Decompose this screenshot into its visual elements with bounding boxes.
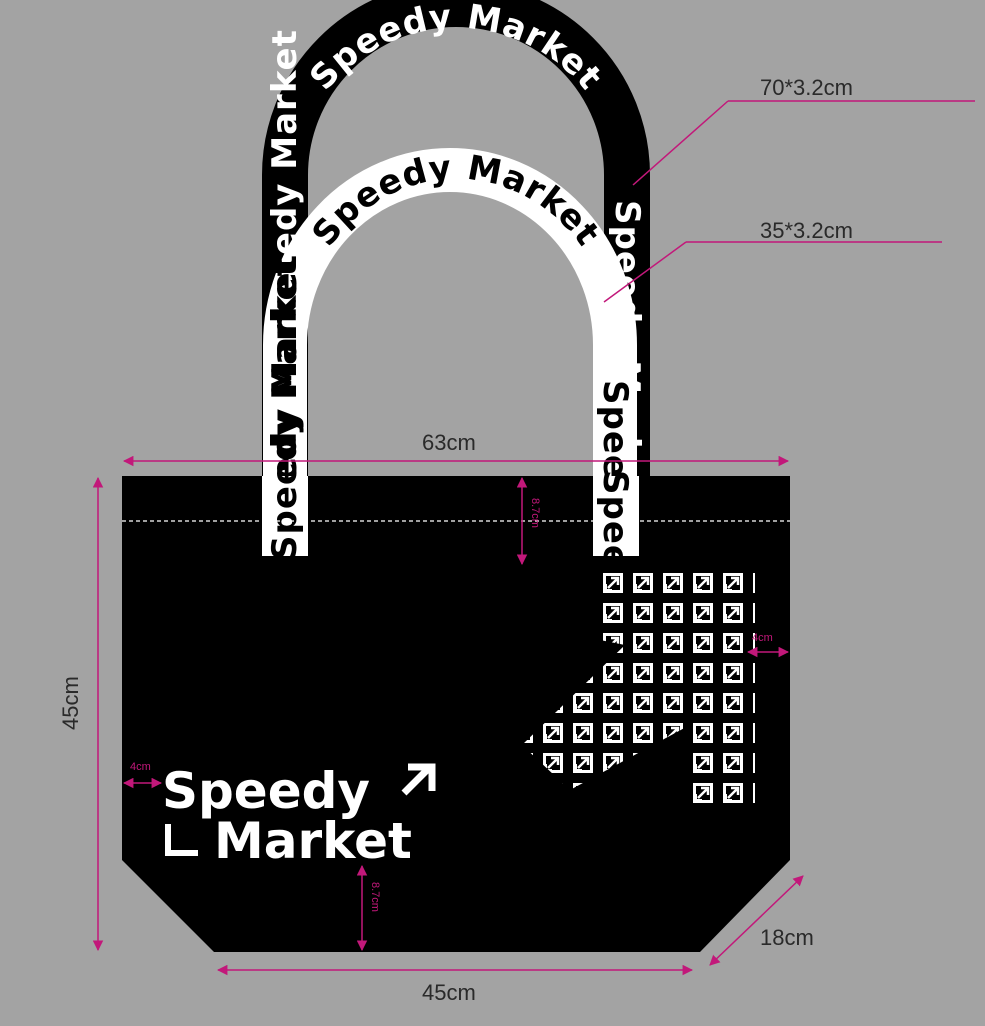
bottom-width-label: 45cm	[422, 980, 476, 1005]
right-margin-label: 4cm	[752, 632, 773, 644]
logo-hem-dimension: 8.7cm	[356, 864, 381, 952]
logo-line2: Market	[214, 812, 412, 870]
short-strap-left-end	[262, 476, 308, 556]
top-width-dimension: 63cm	[122, 430, 790, 467]
strap-long-dimension: 70*3.2cm	[632, 75, 975, 186]
strap-short-dimension-label: 35*3.2cm	[760, 218, 853, 243]
left-margin-dimension: 4cm	[122, 761, 163, 789]
long-strap	[262, 0, 650, 480]
right-margin-dimension: 4cm	[746, 632, 790, 658]
short-strap-right-end	[593, 476, 639, 556]
logo-arrow-up-icon	[401, 763, 436, 796]
top-width-label: 63cm	[422, 430, 476, 455]
depth-dimension: 18cm	[709, 875, 814, 966]
strap-long-dimension-label: 70*3.2cm	[760, 75, 853, 100]
hem-depth-label: 8.7cm	[529, 498, 541, 528]
height-label: 45cm	[58, 676, 83, 730]
logo-line1: Speedy	[162, 762, 370, 820]
left-margin-label: 4cm	[130, 761, 151, 773]
depth-label: 18cm	[760, 925, 814, 950]
logo-hem-label: 8.7cm	[369, 882, 381, 912]
short-strap-end-left-text: Speedy Market	[265, 259, 305, 560]
bottom-width-dimension: 45cm	[216, 964, 694, 1005]
short-strap	[263, 148, 637, 555]
hem-depth-dimension: 8.7cm	[516, 476, 541, 566]
strap-short-dimension: 35*3.2cm	[603, 218, 942, 303]
height-dimension: 45cm	[58, 476, 104, 952]
logo-corner-icon	[165, 824, 198, 856]
